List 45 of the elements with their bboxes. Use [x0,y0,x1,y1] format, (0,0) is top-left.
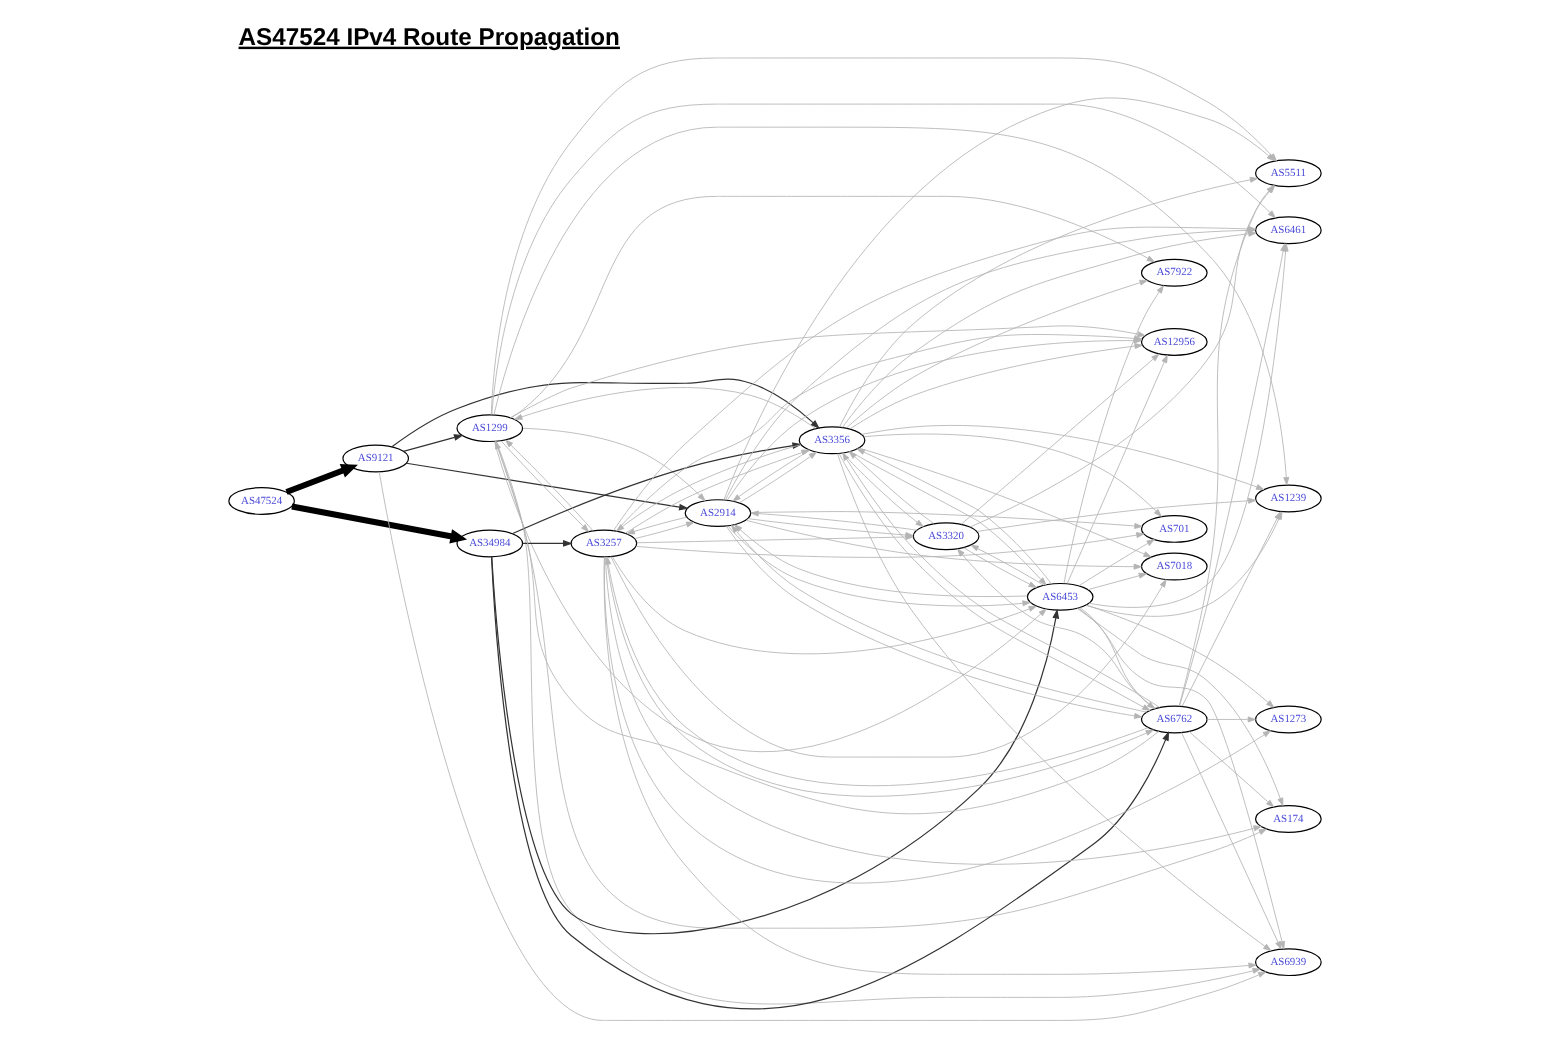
arrow [510,195,1155,419]
arrow [291,503,468,544]
arrow [1078,539,1155,587]
arrow [750,510,918,531]
arrow [1066,354,1168,584]
arrow [745,519,1142,570]
arrow [1206,716,1256,723]
arrow [634,521,695,539]
arrow [1086,604,1275,708]
arrow [491,556,1060,935]
arrow [405,462,689,511]
arrow [1063,285,1164,584]
arrow [963,547,1037,588]
diagram-title: AS47524 IPv4 Route Propagation [238,22,620,51]
arrow [522,427,706,501]
arrow [846,279,1148,429]
arrow [970,544,1044,586]
arrow [603,556,1257,975]
arrow [858,447,1152,558]
arrow [522,540,573,547]
arrow [402,434,464,452]
arrow [1188,731,1275,808]
arrow [861,425,1265,490]
arrow [750,511,1143,529]
arrow [848,451,934,524]
arrow [957,548,1156,709]
arrow [837,453,1272,952]
arrow [1181,732,1282,950]
arrow [626,516,688,535]
arrow [1079,607,1156,710]
arrow [1077,607,1285,950]
arrow [610,556,1167,758]
arrow [285,463,358,495]
arrow [976,497,1257,532]
arrow [863,433,1162,517]
arrow [1087,572,1147,591]
arrow [378,471,1267,1021]
arrow [842,452,924,527]
arrow [1077,608,1284,806]
arrow [514,387,816,429]
arrow [849,343,1143,430]
arrow [611,556,1037,655]
arrow [841,230,1257,428]
arrow [961,353,1160,525]
arrow [490,556,1170,1010]
